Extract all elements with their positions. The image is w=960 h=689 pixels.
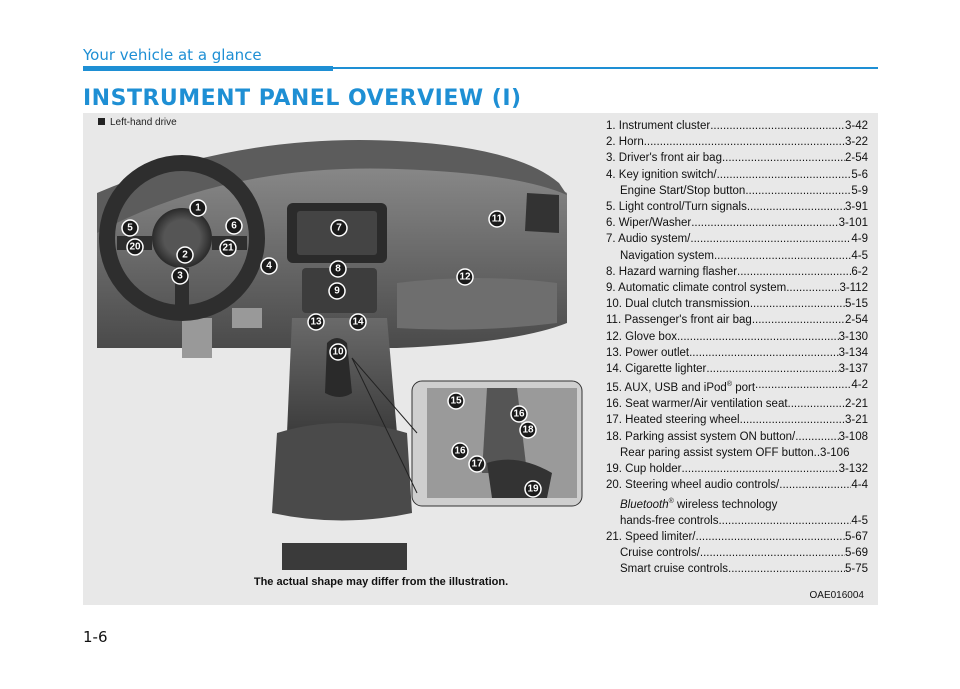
list-item: 4. Key ignition switch/ 5-6 [606,167,868,183]
list-item: 1. Instrument cluster 3-42 [606,118,868,134]
figure-code: OAE016004 [809,590,865,601]
section-title: Your vehicle at a glance [83,46,262,64]
svg-text:18: 18 [522,425,534,436]
list-item: Smart cruise controls 5-75 [606,561,868,577]
callout-3: 3 [171,267,189,285]
svg-text:7: 7 [336,223,342,234]
drive-label-text: Left-hand drive [110,117,177,128]
zoom-line-2 [351,357,418,494]
svg-text:21: 21 [222,243,234,254]
svg-text:12: 12 [459,272,471,283]
svg-text:5: 5 [127,223,133,234]
list-item: hands-free controls 4-5 [606,513,868,529]
page-title: INSTRUMENT PANEL OVERVIEW (I) [83,86,522,111]
steering-wheel [99,155,265,321]
brake-pedal [182,318,212,358]
square-bullet-icon [98,118,105,125]
svg-text:17: 17 [471,459,483,470]
list-item: 6. Wiper/Washer 3-101 [606,215,868,231]
list-item: 14. Cigarette lighter 3-137 [606,361,868,377]
callout-21: 21 [219,239,237,257]
callout-20: 20 [126,238,144,256]
steering-hub [152,208,212,268]
svg-text:11: 11 [492,214,503,225]
callout-12: 12 [456,268,474,286]
list-item: 11. Passenger's front air bag 2-54 [606,312,868,328]
callout-16: 16 [510,405,528,423]
list-item: 2. Horn 3-22 [606,134,868,150]
list-item: 7. Audio system/ 4-9 [606,231,868,247]
list-item: 19. Cup holder 3-132 [606,461,868,477]
svg-text:15: 15 [450,396,462,407]
list-item: 9. Automatic climate control system 3-11… [606,280,868,296]
page-number: 1-6 [83,628,108,646]
zoom-line-1 [351,357,418,434]
list-item: 10. Dual clutch transmission5-15 [606,296,868,312]
callout-1: 1 [189,199,207,217]
list-item: 13. Power outlet 3-134 [606,345,868,361]
callout-10: 10 [329,343,347,361]
callout-15: 15 [447,392,465,410]
callout-18: 18 [519,421,537,439]
list-item: 18. Parking assist system ON button/3-10… [606,429,868,445]
callout-7: 7 [330,219,348,237]
list-item: Cruise controls/5-69 [606,545,868,561]
list-item: 5. Light control/Turn signals 3-91 [606,199,868,215]
callout-8: 8 [329,260,347,278]
svg-text:2: 2 [182,250,188,261]
callout-19: 19 [524,480,542,498]
list-item: 21. Speed limiter/ 5-67 [606,529,868,545]
svg-text:6: 6 [231,221,237,232]
list-item: 3. Driver's front air bag 2-54 [606,150,868,166]
svg-text:19: 19 [527,484,539,495]
callout-6: 6 [225,217,243,235]
header-rule-thin [333,67,878,69]
list-item: 20. Steering wheel audio controls/ 4-4 [606,477,868,493]
callout-11: 11 [488,210,506,228]
callout-9: 9 [328,282,346,300]
item-list: 1. Instrument cluster 3-42 2. Horn 3-22 … [606,118,868,577]
list-item: Engine Start/Stop button 5-9 [606,183,868,199]
figure-caption: The actual shape may differ from the ill… [253,576,509,588]
svg-text:4: 4 [266,261,272,272]
dashboard-illustration: 1 2 3 4 5 6 7 8 9 10 11 12 13 14 15 16 1… [97,140,583,570]
passenger-vent [525,193,559,233]
svg-text:13: 13 [310,317,322,328]
svg-text:8: 8 [335,264,341,275]
callout-5: 5 [121,219,139,237]
callout-16b: 16 [451,442,469,460]
list-item: Rear paring assist system OFF button..3-… [620,446,850,459]
list-item: 8. Hazard warning flasher6-2 [606,264,868,280]
svg-text:10: 10 [332,347,344,358]
svg-text:20: 20 [129,242,141,253]
svg-text:3: 3 [177,271,183,282]
list-item: 17. Heated steering wheel 3-21 [606,412,868,428]
armrest [272,423,412,521]
header-rule-thick [83,66,333,71]
list-item: 12. Glove box 3-130 [606,329,868,345]
callout-4: 4 [260,257,278,275]
footrest-pedal [232,308,262,328]
rear-vent [282,543,407,570]
list-item: 15. AUX, USB and iPod® port 4-2 [606,377,868,396]
glove-box-shape [397,278,557,330]
svg-text:16: 16 [513,409,525,420]
callout-13: 13 [307,313,325,331]
list-item: 16. Seat warmer/Air ventilation seat 2-2… [606,396,868,412]
callout-2: 2 [176,246,194,264]
list-item: Bluetooth® wireless technology [620,497,778,511]
callout-17: 17 [468,455,486,473]
list-item: Navigation system 4-5 [606,248,868,264]
svg-text:16: 16 [454,446,466,457]
svg-text:1: 1 [195,203,201,214]
drive-label: Left-hand drive [98,117,177,128]
svg-text:14: 14 [352,317,364,328]
callout-14: 14 [349,313,367,331]
svg-text:9: 9 [334,286,340,297]
